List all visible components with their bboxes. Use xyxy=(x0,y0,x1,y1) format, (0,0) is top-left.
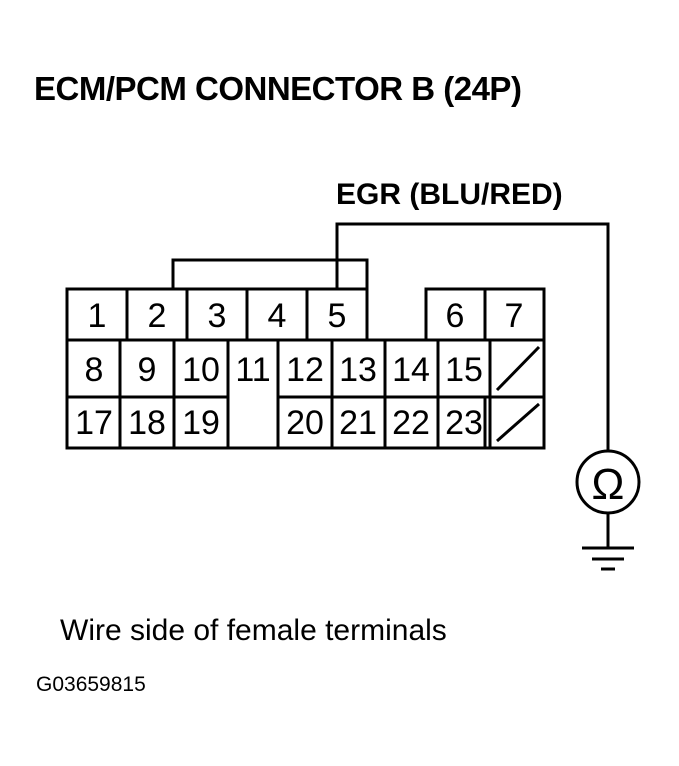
terminal-label: 21 xyxy=(339,404,377,442)
unused-cavity-slash xyxy=(495,345,541,392)
diagram-title: ECM/PCM CONNECTOR B (24P) xyxy=(34,70,522,107)
terminal-label: 19 xyxy=(182,404,220,442)
ground-icon xyxy=(582,546,634,571)
terminal-label: 23 xyxy=(445,404,483,442)
terminal-label: 1 xyxy=(88,297,107,335)
terminal-label: 6 xyxy=(446,297,465,335)
jumper-wire xyxy=(171,258,369,289)
terminal-label: 13 xyxy=(339,351,377,389)
terminal-label: 3 xyxy=(208,297,227,335)
terminal-label: 2 xyxy=(148,297,167,335)
wire-label-egr: EGR (BLU/RED) xyxy=(336,178,563,211)
egr-test-lead xyxy=(335,222,610,452)
terminal-label: 12 xyxy=(286,351,324,389)
ohmmeter-icon: Ω xyxy=(575,449,641,515)
ohmmeter-symbol: Ω xyxy=(592,460,625,509)
terminal-label: 20 xyxy=(286,404,324,442)
diagram-caption: Wire side of female terminals xyxy=(60,614,447,647)
terminal-label: 5 xyxy=(328,297,347,335)
terminal-label: 17 xyxy=(75,404,113,442)
unused-cavity-slash xyxy=(496,402,540,443)
terminal-label: 14 xyxy=(392,351,430,389)
terminal-label: 18 xyxy=(128,404,166,442)
row2-labels: 8 9 10 11 12 13 14 15 xyxy=(85,351,483,389)
row3-dividers xyxy=(118,397,492,448)
row3-labels: 17 18 19 20 21 22 23 xyxy=(75,404,483,442)
terminal-label: 9 xyxy=(138,351,157,389)
row2-dividers xyxy=(118,340,492,397)
figure-id: G03659815 xyxy=(36,673,146,696)
terminal-label: 15 xyxy=(445,351,483,389)
terminal-label: 4 xyxy=(268,297,287,335)
terminal-label: 7 xyxy=(505,297,524,335)
row1-dividers xyxy=(125,289,487,340)
terminal-label: 10 xyxy=(182,351,220,389)
terminal-label: 8 xyxy=(85,351,104,389)
terminal-label: 22 xyxy=(392,404,430,442)
row1-labels: 1 2 3 4 5 6 7 xyxy=(88,297,524,335)
terminal-label: 11 xyxy=(235,351,270,389)
